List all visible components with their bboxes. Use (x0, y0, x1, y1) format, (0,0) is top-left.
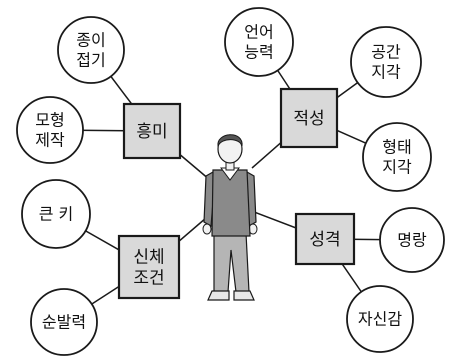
trait-origami-label-line-2: 접기 (76, 51, 105, 70)
trait-spatial-label-line-1: 공간 (371, 43, 401, 62)
trait-confidence-label-line-1: 자신감 (358, 310, 402, 329)
trait-model-making-label-line-1: 모형 (35, 111, 64, 130)
trait-circle-shape (379, 207, 445, 273)
trait-circle-height: 큰 키 (21, 179, 91, 249)
trait-circle-cheerful: 명랑 (379, 207, 445, 273)
category-interest-label-line-1: 흥미 (136, 122, 167, 142)
category-box-shape (294, 212, 356, 266)
trait-circle-shape (16, 96, 84, 164)
category-box-personality: 성격 (294, 212, 356, 266)
trait-circle-agility: 순발력 (30, 288, 98, 356)
trait-language-label-line-1: 언어 (244, 23, 273, 42)
category-box-shape (122, 102, 182, 160)
person-figure-icon (202, 134, 258, 301)
trait-height-label-line-1: 큰 키 (39, 205, 74, 224)
trait-circle-shape (30, 288, 98, 356)
category-box-interest: 흥미 (122, 102, 182, 160)
category-body-label-line-2: 조건 (133, 269, 164, 289)
trait-circle-shape (21, 179, 91, 249)
trait-circle-shape (224, 7, 294, 77)
category-personality-label-line-1: 성격 (309, 230, 340, 250)
trait-circle-confidence: 자신감 (346, 285, 414, 353)
category-aptitude-label-line-1: 적성 (293, 109, 324, 129)
trait-cheerful-label-line-1: 명랑 (397, 231, 427, 250)
category-box-shape (117, 234, 181, 300)
category-box-aptitude: 적성 (279, 87, 339, 149)
category-body-label-line-1: 신체 (133, 248, 164, 268)
trait-language-label-line-2: 능력 (244, 43, 273, 62)
trait-form-label-line-1: 형태 (382, 138, 411, 157)
trait-agility-label-line-1: 순발력 (42, 313, 86, 332)
trait-circle-shape (57, 16, 125, 84)
trait-circle-shape (350, 26, 422, 98)
trait-spatial-label-line-2: 지각 (371, 63, 401, 82)
trait-circle-shape (362, 122, 432, 192)
trait-model-making-label-line-2: 제작 (35, 131, 65, 150)
trait-circle-shape (346, 285, 414, 353)
trait-origami-label-line-1: 종이 (76, 31, 105, 50)
trait-form-label-line-2: 지각 (382, 158, 412, 177)
category-box-shape (279, 87, 339, 149)
